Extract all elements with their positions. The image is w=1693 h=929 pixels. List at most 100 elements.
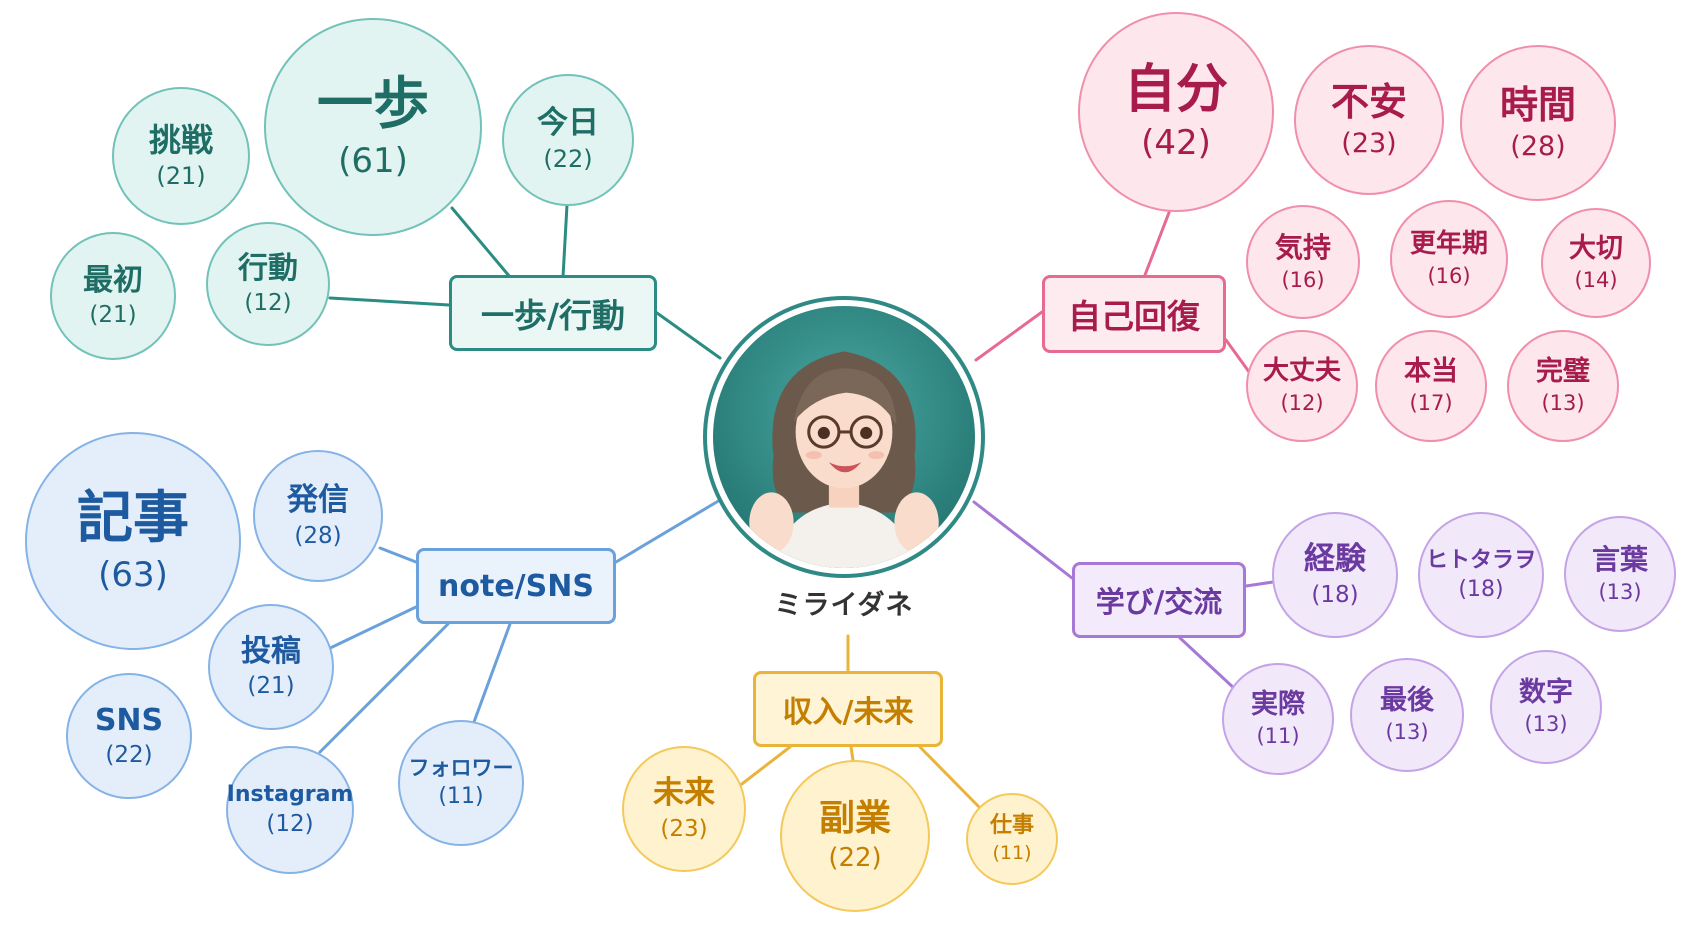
node-count: (11) <box>992 841 1032 864</box>
connector-line <box>378 546 418 564</box>
node-word: 行動 <box>238 250 298 286</box>
node-hasshin: 発信 (28) <box>253 450 383 582</box>
node-saigo: 最後 (13) <box>1350 658 1464 772</box>
node-chosen: 挑戦 (21) <box>112 87 250 225</box>
node-count: (11) <box>1256 724 1300 749</box>
node-word: 副業 <box>818 798 891 840</box>
node-count: (12) <box>244 290 292 317</box>
node-count: (13) <box>1541 391 1585 416</box>
node-count: (17) <box>1409 391 1453 416</box>
node-word: 今日 <box>537 105 599 142</box>
node-count: (28) <box>294 522 342 549</box>
node-word: 発信 <box>287 481 349 518</box>
connector-line <box>972 500 1074 580</box>
node-word: 大切 <box>1569 233 1623 265</box>
avatar <box>713 306 975 568</box>
node-count: (11) <box>438 784 484 810</box>
node-count: (12) <box>266 811 314 838</box>
node-word: 完璧 <box>1536 356 1590 388</box>
center-avatar <box>703 296 985 578</box>
node-count: (23) <box>1341 128 1397 160</box>
node-hitotarawo: ヒトタラヲ (18) <box>1418 512 1544 638</box>
node-count: (13) <box>1598 580 1642 605</box>
node-word: ヒトタラヲ <box>1425 547 1536 573</box>
node-word: SNS <box>94 702 164 738</box>
node-word: 未来 <box>653 774 715 811</box>
connector-line <box>1244 580 1275 588</box>
hub-learning-exchange: 学び/交流 <box>1072 562 1246 638</box>
node-count: (61) <box>338 140 408 181</box>
node-koudou: 行動 (12) <box>206 222 330 346</box>
connector-line <box>318 622 450 754</box>
node-count: (23) <box>660 815 708 842</box>
node-instagram: Instagram (12) <box>226 746 354 874</box>
node-keiken: 経験 (18) <box>1272 512 1398 638</box>
connector-line <box>732 745 792 792</box>
center-name: ミライダネ <box>774 590 914 621</box>
node-count: (16) <box>1427 263 1471 288</box>
node-word: 大丈夫 <box>1262 355 1341 386</box>
node-word: 更年期 <box>1409 228 1488 259</box>
node-mirai: 未来 (23) <box>622 746 746 872</box>
node-word: 数字 <box>1519 677 1573 709</box>
node-word: 不安 <box>1330 79 1407 124</box>
node-word: フォロワー <box>408 756 514 781</box>
node-word: 仕事 <box>989 813 1034 839</box>
node-count: (18) <box>1311 581 1359 608</box>
hub-note-sns: note/SNS <box>416 548 616 624</box>
node-count: (13) <box>1524 712 1568 737</box>
node-saisho: 最初 (21) <box>50 232 176 360</box>
node-word: 最後 <box>1380 685 1434 717</box>
node-count: (63) <box>98 554 168 595</box>
node-count: (21) <box>247 673 295 700</box>
node-suuji: 数字 (13) <box>1490 650 1602 764</box>
connector-line <box>974 310 1044 362</box>
connector-line <box>561 203 569 279</box>
node-taisetsu: 大切 (14) <box>1541 208 1651 318</box>
node-word: 最初 <box>83 262 143 298</box>
node-count: (22) <box>105 742 153 769</box>
node-word: 本当 <box>1404 356 1458 388</box>
hub-step-action: 一歩/行動 <box>449 275 657 351</box>
connector-line <box>849 745 855 762</box>
node-fuan: 不安 (23) <box>1294 45 1444 195</box>
connector-line <box>450 206 512 279</box>
node-word: 経験 <box>1304 540 1366 577</box>
node-daijoubu: 大丈夫 (12) <box>1246 330 1358 442</box>
node-toukou: 投稿 (21) <box>208 604 334 730</box>
node-word: Instagram <box>226 782 354 808</box>
node-jibun: 自分 (42) <box>1078 12 1274 212</box>
connector-line <box>655 311 722 360</box>
node-count: (21) <box>89 302 137 329</box>
node-count: (42) <box>1141 123 1211 164</box>
connector-line <box>328 296 451 307</box>
node-word: 記事 <box>77 486 189 552</box>
node-word: 実際 <box>1251 689 1305 721</box>
node-jikan: 時間 (28) <box>1460 45 1616 201</box>
node-kounenki: 更年期 (16) <box>1390 200 1508 318</box>
node-count: (14) <box>1574 268 1618 293</box>
node-count: (28) <box>1510 131 1566 163</box>
node-count: (22) <box>828 842 882 873</box>
node-kotoba: 言葉 (13) <box>1564 516 1676 632</box>
node-word: 言葉 <box>1591 542 1648 576</box>
connector-line <box>324 605 418 652</box>
node-follower: フォロワー (11) <box>398 720 524 846</box>
node-shigoto: 仕事 (11) <box>966 793 1058 885</box>
node-ippo: 一歩 (61) <box>264 18 482 236</box>
connector-line <box>1143 208 1172 277</box>
hub-self-recovery: 自己回復 <box>1042 275 1226 353</box>
node-sns: SNS (22) <box>66 673 192 799</box>
node-jissai: 実際 (11) <box>1222 663 1334 775</box>
node-kimochi: 気持 (16) <box>1246 205 1360 319</box>
connector-line <box>614 498 722 564</box>
node-word: 気持 <box>1274 230 1331 264</box>
node-count: (16) <box>1281 268 1325 293</box>
node-count: (18) <box>1458 577 1504 602</box>
node-word: 一歩 <box>317 72 429 138</box>
connector-line <box>472 622 512 724</box>
node-hontou: 本当 (17) <box>1375 330 1487 442</box>
node-kiji: 記事 (63) <box>25 432 241 650</box>
node-count: (12) <box>1280 390 1324 415</box>
